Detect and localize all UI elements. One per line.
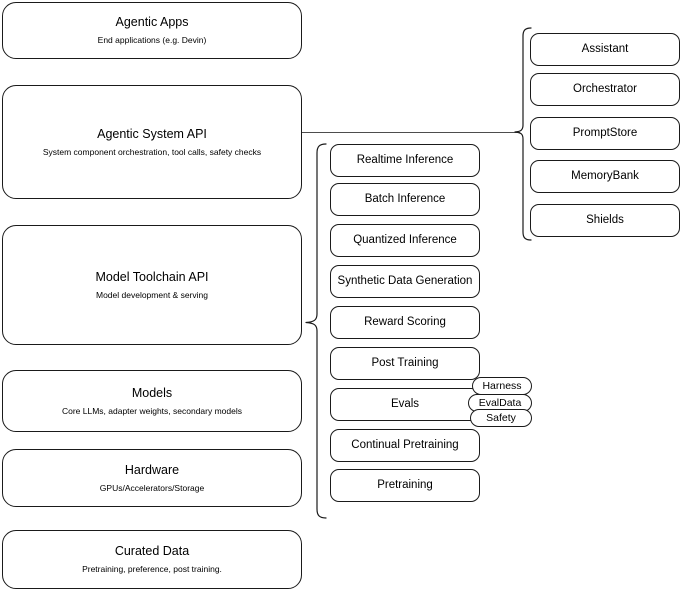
capability-label: Evals bbox=[390, 398, 420, 411]
capability-chip-pretraining[interactable]: Pretraining bbox=[330, 469, 480, 502]
system-component-label: Shields bbox=[586, 214, 624, 227]
layer-title: Agentic Apps bbox=[115, 15, 189, 30]
capability-label: Realtime Inference bbox=[356, 154, 454, 167]
capability-label: Pretraining bbox=[377, 479, 433, 492]
layer-title: Curated Data bbox=[114, 544, 190, 559]
layer-subtitle: Model development & serving bbox=[96, 289, 208, 300]
system-component-chip-orchestrator[interactable]: Orchestrator bbox=[530, 73, 680, 106]
layer-box-model-toolchain-api[interactable]: Model Toolchain API Model development & … bbox=[2, 225, 302, 345]
layer-title: Hardware bbox=[124, 462, 180, 477]
layer-box-curated-data[interactable]: Curated Data Pretraining, preference, po… bbox=[2, 530, 302, 589]
capability-label: Quantized Inference bbox=[353, 234, 457, 247]
layer-box-agentic-apps[interactable]: Agentic Apps End applications (e.g. Devi… bbox=[2, 2, 302, 59]
layer-box-agentic-system-api[interactable]: Agentic System API System component orch… bbox=[2, 85, 302, 199]
brace-system-components bbox=[514, 26, 532, 242]
evals-tag-harness[interactable]: Harness bbox=[472, 377, 532, 395]
layer-title: Model Toolchain API bbox=[95, 269, 209, 284]
capability-label: Continual Pretraining bbox=[351, 439, 459, 452]
brace-toolchain-capabilities bbox=[303, 142, 327, 520]
system-component-label: Assistant bbox=[581, 43, 629, 56]
evals-tag-safety[interactable]: Safety bbox=[470, 409, 532, 427]
system-component-chip-promptstore[interactable]: PromptStore bbox=[530, 117, 680, 150]
layer-subtitle: End applications (e.g. Devin) bbox=[97, 35, 207, 45]
capability-label: Reward Scoring bbox=[364, 316, 446, 329]
layer-subtitle: GPUs/Accelerators/Storage bbox=[99, 482, 205, 493]
system-component-chip-shields[interactable]: Shields bbox=[530, 204, 680, 237]
capability-chip-evals[interactable]: Evals bbox=[330, 388, 480, 421]
capability-label: Synthetic Data Generation bbox=[337, 275, 473, 288]
layer-subtitle: Pretraining, preference, post training. bbox=[82, 564, 222, 574]
layer-subtitle: Core LLMs, adapter weights, secondary mo… bbox=[61, 405, 242, 416]
capability-chip-quantized-inference[interactable]: Quantized Inference bbox=[330, 224, 480, 257]
layer-title: Agentic System API bbox=[97, 126, 207, 141]
capability-chip-post-training[interactable]: Post Training bbox=[330, 347, 480, 380]
system-component-label: Orchestrator bbox=[573, 83, 637, 96]
layer-title: Models bbox=[131, 385, 173, 400]
system-component-chip-assistant[interactable]: Assistant bbox=[530, 33, 680, 66]
capability-chip-batch-inference[interactable]: Batch Inference bbox=[330, 183, 480, 216]
capability-label: Post Training bbox=[371, 357, 439, 370]
layer-subtitle: System component orchestration, tool cal… bbox=[42, 146, 262, 157]
capability-chip-reward-scoring[interactable]: Reward Scoring bbox=[330, 306, 480, 339]
capability-chip-continual-pretraining[interactable]: Continual Pretraining bbox=[330, 429, 480, 462]
layer-box-hardware[interactable]: Hardware GPUs/Accelerators/Storage bbox=[2, 449, 302, 507]
capability-chip-synthetic-data-generation[interactable]: Synthetic Data Generation bbox=[330, 265, 480, 298]
system-component-label: MemoryBank bbox=[571, 170, 639, 183]
layer-box-models[interactable]: Models Core LLMs, adapter weights, secon… bbox=[2, 370, 302, 432]
capability-chip-realtime-inference[interactable]: Realtime Inference bbox=[330, 144, 480, 177]
system-component-chip-memorybank[interactable]: MemoryBank bbox=[530, 160, 680, 193]
connector-system-api-to-components bbox=[302, 132, 520, 133]
capability-label: Batch Inference bbox=[364, 193, 446, 206]
system-component-label: PromptStore bbox=[572, 127, 638, 140]
